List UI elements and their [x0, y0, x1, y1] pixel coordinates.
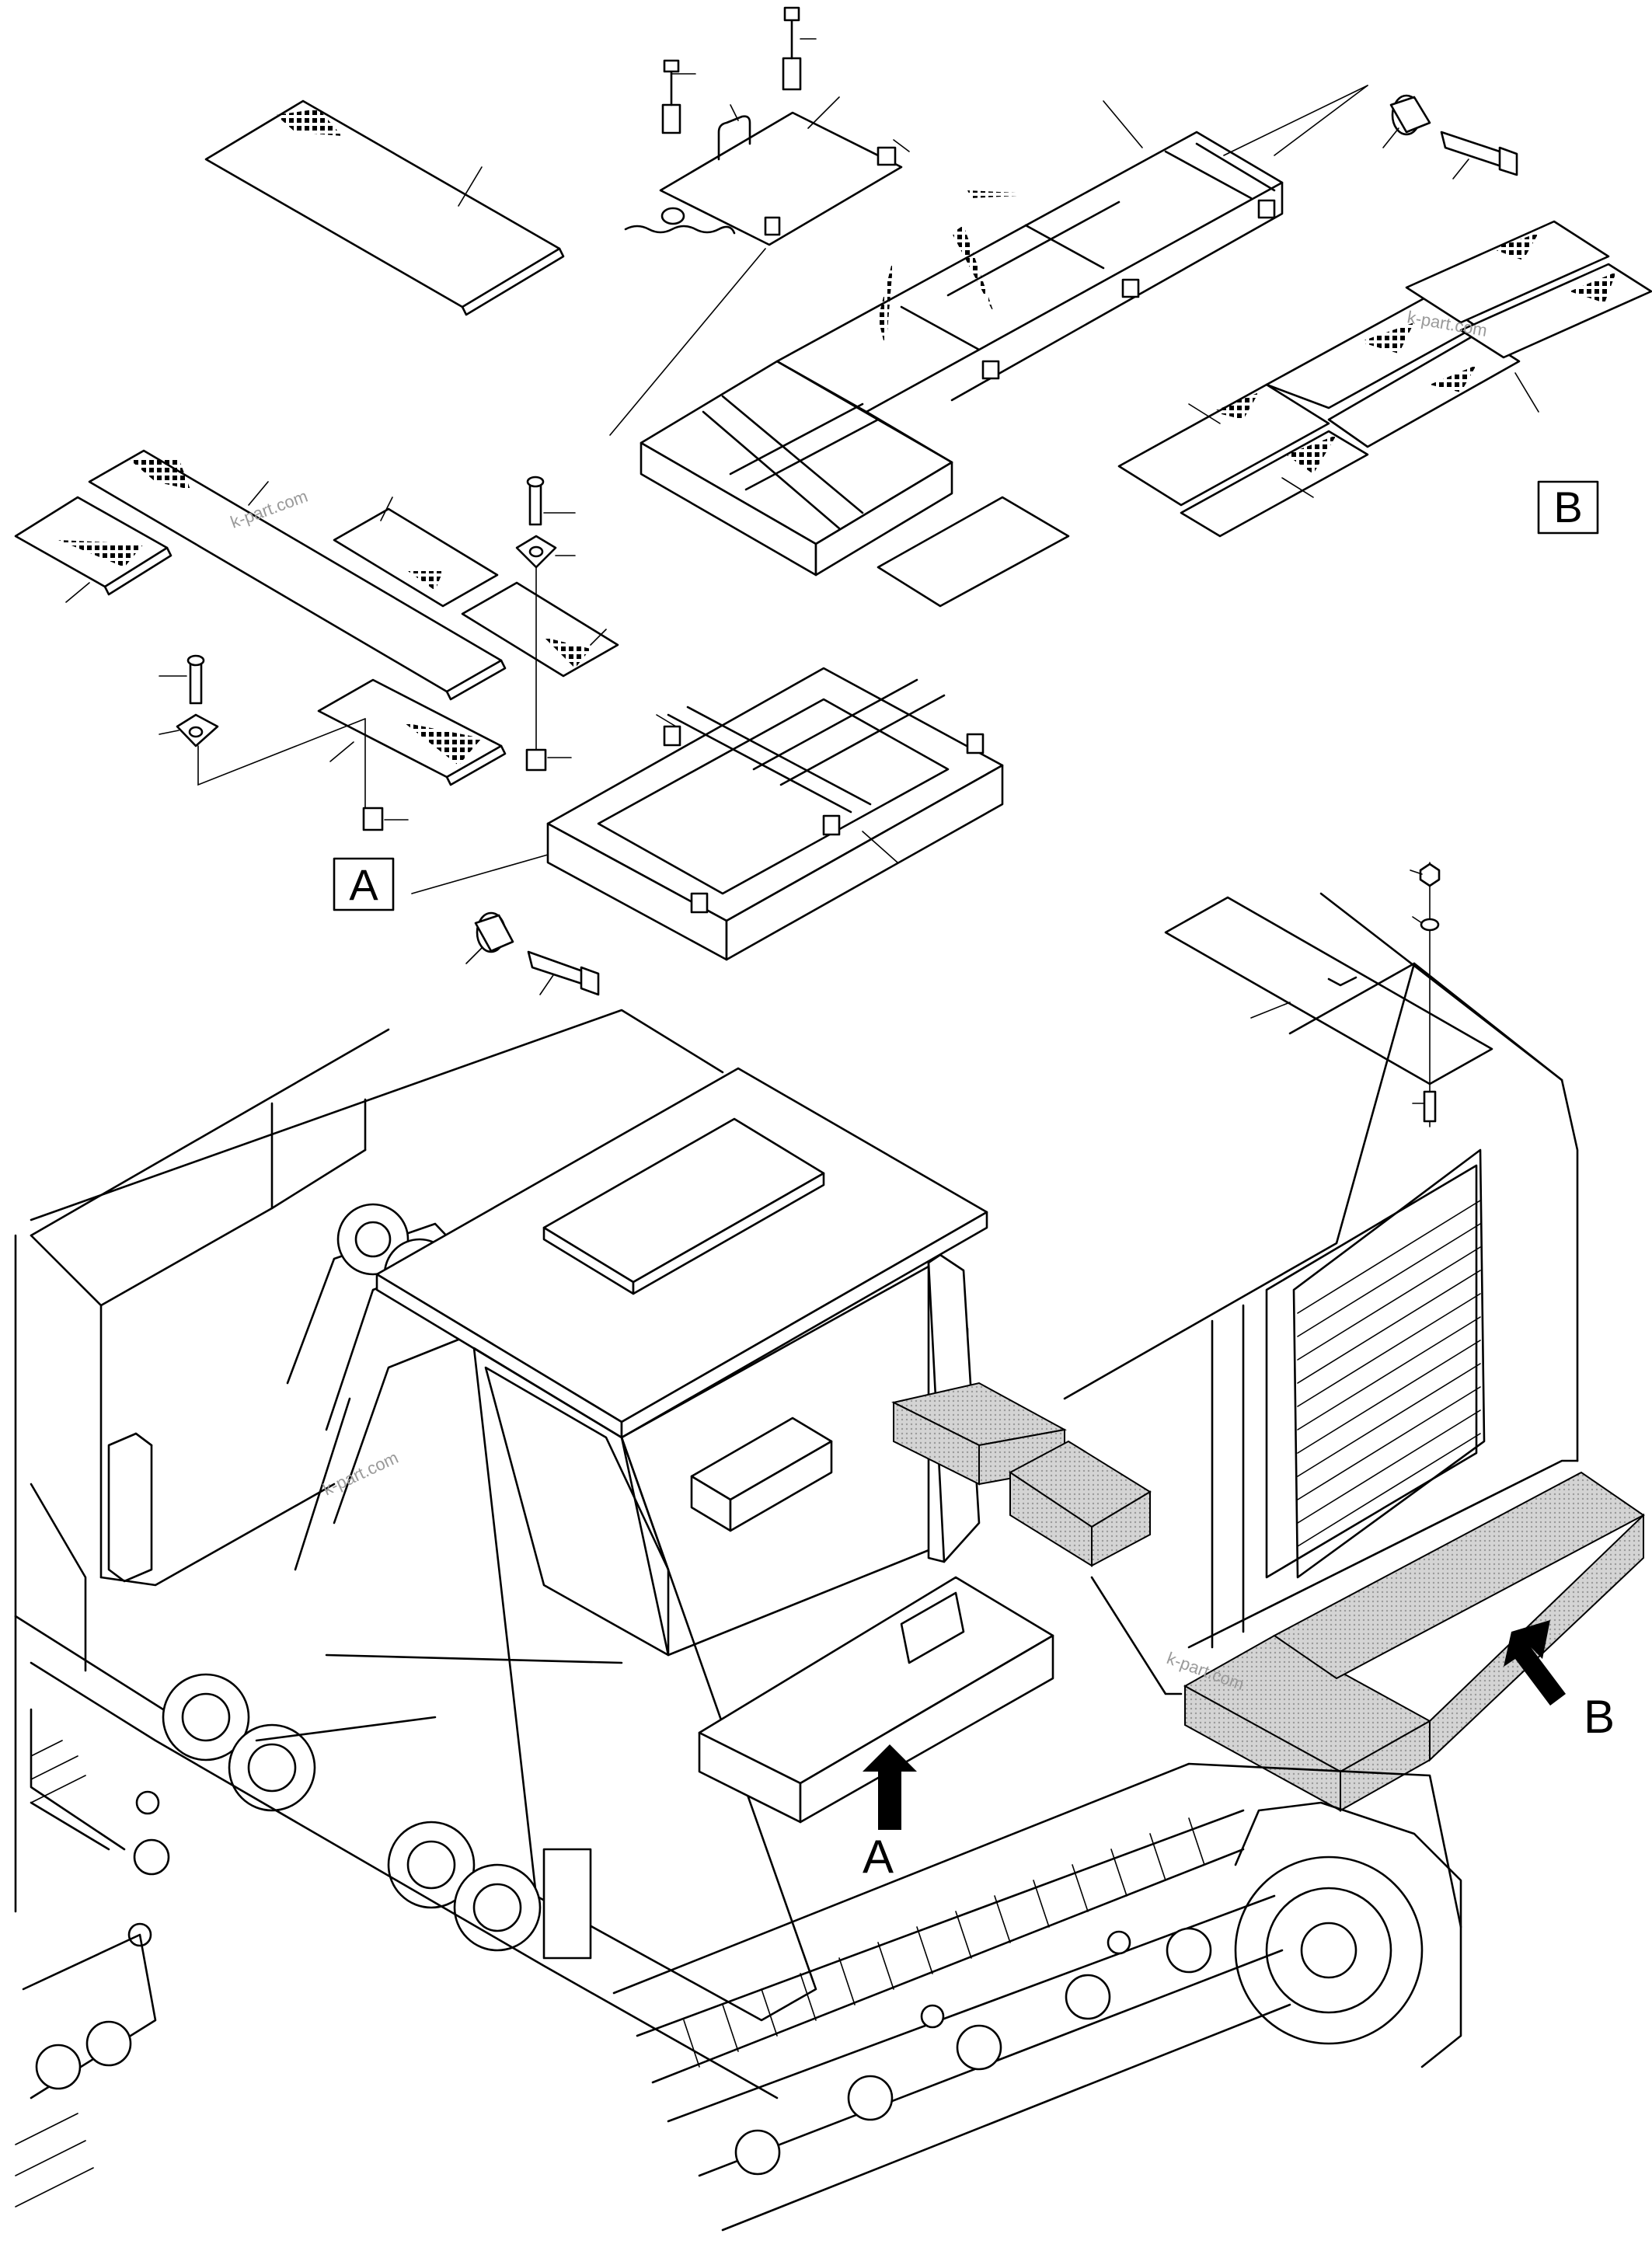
view-b-label: B — [1553, 483, 1582, 531]
arrow-b-label: B — [1584, 1691, 1615, 1743]
arrow-a-label: A — [863, 1831, 894, 1883]
arrow-a-icon — [863, 1744, 917, 1830]
view-b-box — [1537, 480, 1599, 535]
walkway-plates-b — [1117, 220, 1652, 538]
track-left — [15, 1653, 779, 2207]
view-a-label: A — [349, 860, 378, 909]
track-shoes-right — [636, 1809, 1291, 2232]
upper-support-frame — [640, 85, 1368, 608]
view-a-box — [333, 857, 395, 911]
spacer-bolt-lower — [465, 911, 600, 996]
hatch-cover-assembly — [609, 6, 910, 436]
counterweight-cover-plate — [1164, 862, 1493, 1127]
excavator-body — [14, 892, 1645, 2232]
spacer-bolt-upper — [1382, 94, 1518, 179]
engine-louver-vents — [1297, 1200, 1481, 1547]
walkway-plates-a — [14, 449, 619, 831]
arrow-b-icon — [1504, 1620, 1566, 1706]
lower-support-frame — [411, 667, 1004, 961]
top-cover-plate — [204, 99, 565, 316]
